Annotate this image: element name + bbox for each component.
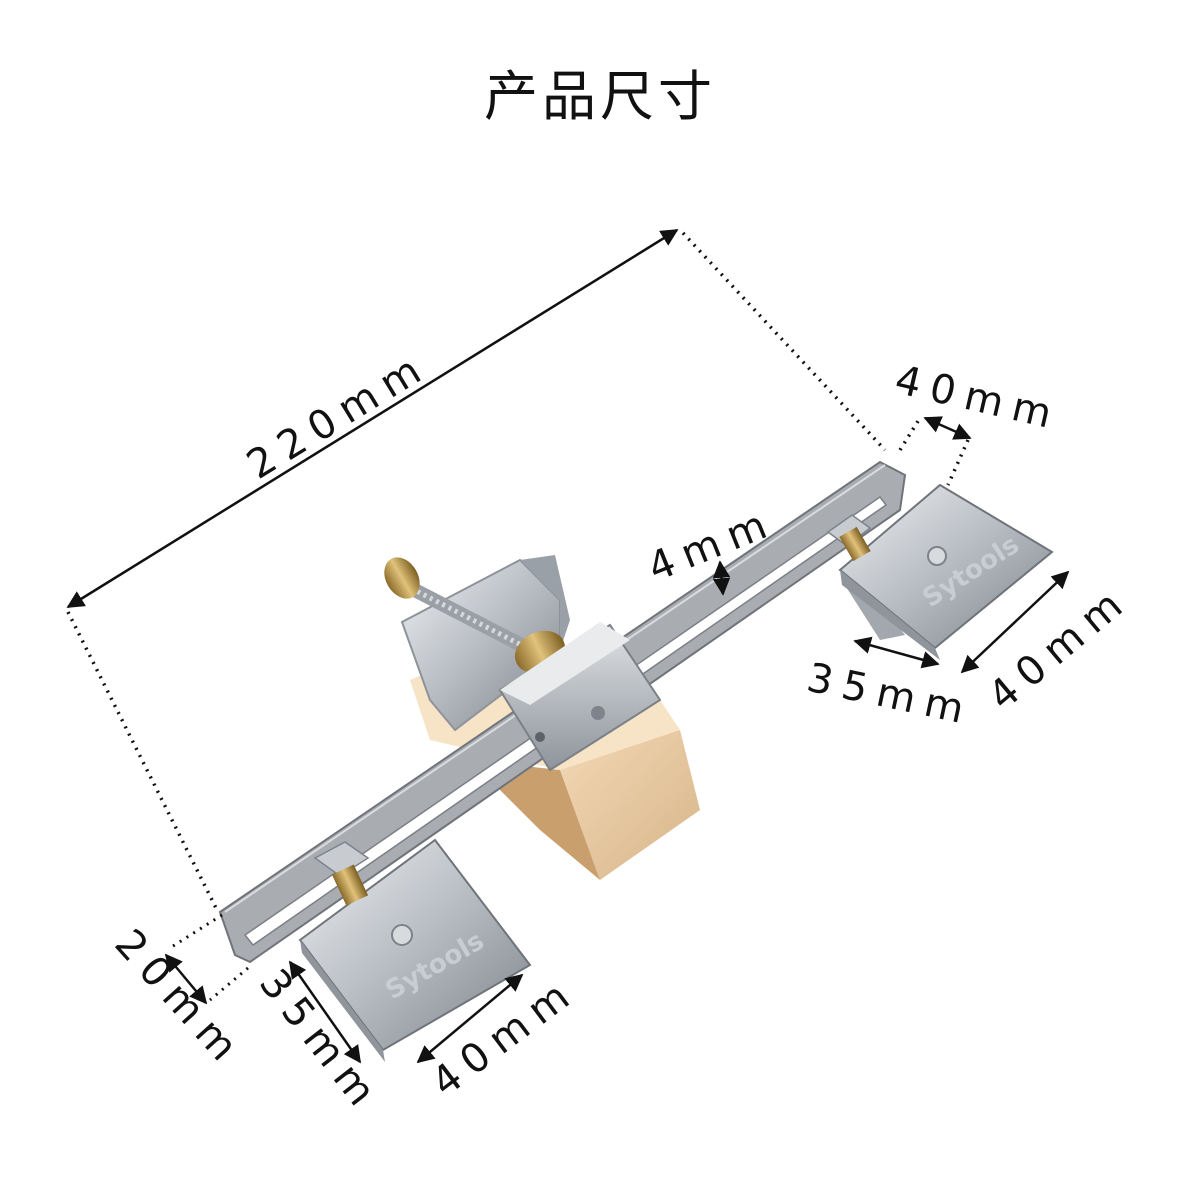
dimension-lines — [66, 228, 1070, 1064]
center-slider — [498, 622, 662, 772]
label-clamp-right-depth: 35mm — [803, 655, 978, 735]
label-rod-width-right: 40mm — [891, 357, 1066, 440]
page-title: 产品尺寸 — [484, 65, 716, 128]
label-overall-length: 220mm — [239, 343, 437, 489]
label-clamp-right-width: 40mm — [980, 576, 1139, 720]
